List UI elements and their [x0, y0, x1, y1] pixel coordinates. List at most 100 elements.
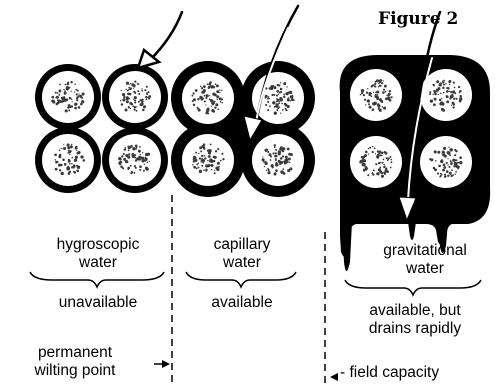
speckle — [289, 167, 292, 170]
speckle — [268, 96, 270, 98]
speckle — [133, 99, 134, 100]
speckle — [271, 94, 273, 96]
speckle — [123, 96, 125, 98]
speckle — [377, 150, 380, 153]
speckle — [460, 98, 462, 100]
speckle — [385, 167, 387, 169]
speckle — [141, 90, 143, 92]
speckle — [61, 172, 64, 175]
speckle — [219, 89, 220, 90]
speckle — [287, 97, 289, 99]
speckle — [375, 94, 377, 96]
speckle — [146, 92, 148, 94]
speckle — [286, 161, 288, 163]
speckle — [279, 161, 281, 163]
speckle — [147, 153, 150, 156]
speckle — [373, 92, 374, 93]
speckle — [432, 94, 433, 95]
speckle — [377, 103, 380, 106]
speckle — [141, 157, 144, 160]
speckle — [286, 86, 287, 87]
speckle — [207, 164, 208, 165]
speckle — [203, 147, 206, 150]
speckle — [137, 83, 139, 85]
speckle — [198, 162, 199, 163]
speckle — [134, 165, 136, 167]
speckle — [389, 90, 391, 92]
speckle — [288, 170, 290, 172]
hygroscopic-water-label: hygroscopic water — [24, 236, 172, 272]
speckle — [193, 156, 196, 159]
speckle — [66, 98, 69, 101]
speckle — [205, 169, 207, 171]
speckle — [81, 104, 83, 106]
speckle — [124, 148, 127, 151]
speckle — [211, 109, 214, 112]
speckle — [441, 98, 442, 99]
speckle — [436, 80, 439, 83]
speckle — [130, 165, 132, 167]
speckle — [219, 92, 220, 93]
speckle — [126, 97, 129, 100]
drains-rapidly-label: available, but drains rapidly — [335, 302, 495, 338]
speckle — [264, 162, 267, 165]
speckle — [274, 173, 277, 176]
speckle — [272, 101, 275, 104]
speckle — [436, 88, 439, 91]
speckle — [214, 107, 216, 109]
speckle — [368, 93, 371, 96]
speckle — [290, 95, 293, 98]
speckle — [217, 162, 220, 165]
speckle — [451, 169, 453, 171]
speckle — [267, 98, 269, 100]
speckle — [265, 87, 267, 89]
speckle — [279, 84, 280, 85]
speckle — [383, 107, 386, 110]
speckle — [285, 104, 288, 107]
speckle — [448, 152, 450, 154]
speckle — [441, 153, 442, 154]
speckle — [379, 82, 380, 83]
speckle — [132, 105, 134, 107]
speckle — [383, 166, 385, 168]
speckle — [285, 108, 287, 110]
speckle — [215, 83, 217, 85]
speckle — [386, 157, 388, 159]
speckle — [196, 163, 198, 165]
speckle — [144, 89, 146, 91]
speckle — [81, 100, 84, 103]
speckle — [59, 84, 61, 86]
speckle — [199, 157, 201, 159]
speckle — [280, 113, 281, 114]
speckle — [69, 171, 72, 174]
speckle — [126, 100, 129, 103]
speckle — [146, 168, 149, 171]
speckle — [146, 98, 148, 100]
speckle — [74, 91, 75, 92]
hygroscopic-particles — [35, 64, 168, 193]
speckle — [265, 95, 268, 98]
speckle — [454, 87, 456, 89]
speckle — [371, 96, 373, 98]
speckle — [442, 87, 444, 89]
speckle — [221, 90, 222, 91]
speckle — [447, 158, 448, 159]
speckle — [200, 86, 201, 87]
speckle — [195, 152, 197, 154]
speckle — [383, 164, 385, 166]
speckle — [367, 88, 368, 89]
speckle — [212, 100, 214, 102]
speckle — [134, 102, 136, 104]
speckle — [202, 159, 205, 162]
speckle — [270, 87, 273, 90]
speckle — [143, 105, 146, 108]
speckle — [367, 174, 369, 176]
speckle — [83, 159, 86, 162]
speckle — [374, 102, 377, 105]
speckle — [143, 170, 145, 172]
speckle — [381, 152, 384, 155]
speckle — [135, 159, 137, 161]
speckle — [198, 167, 200, 169]
speckle — [221, 153, 223, 155]
speckle — [447, 164, 448, 165]
